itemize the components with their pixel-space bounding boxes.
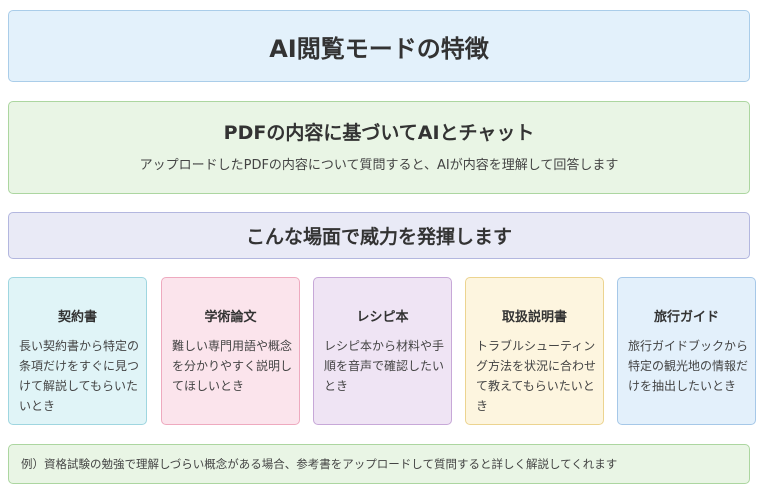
scene-card-title: 旅行ガイド [653,310,719,325]
scene-card-text: 長い契約書から特定の条項だけをすぐに見つけて解説してもらいたいとき [19,339,140,413]
scene-card-paper: 学術論文 難しい専門用語や概念を分かりやすく説明してほしいとき [161,277,300,425]
scene-card-title: 取扱説明書 [501,310,567,325]
example-text: 例）資格試験の勉強で理解しづらい概念がある場合、参考書をアップロードして質問する… [21,457,618,471]
title-panel: AI閲覧モードの特徴 [8,10,750,82]
scenes-panel: こんな場面で威力を発揮します [8,212,750,259]
feature-description: アップロードしたPDFの内容について質問すると、AIが内容を理解して回答します [139,158,619,173]
scene-card-title: 学術論文 [204,310,257,325]
scene-card-manual: 取扱説明書 トラブルシューティング方法を状況に合わせて教えてもらいたいとき [465,277,604,425]
scene-card-title: レシピ本 [356,310,409,325]
scene-card-contract: 契約書 長い契約書から特定の条項だけをすぐに見つけて解説してもらいたいとき [8,277,147,425]
scene-card-text: 難しい専門用語や概念を分かりやすく説明してほしいとき [172,339,293,393]
scenes-heading: こんな場面で威力を発揮します [245,226,512,248]
scene-card-text: 旅行ガイドブックから特定の観光地の情報だけを抽出したいとき [628,339,749,393]
scene-card-text: レシピ本から材料や手順を音声で確認したいとき [324,339,445,393]
scene-card-travel: 旅行ガイド 旅行ガイドブックから特定の観光地の情報だけを抽出したいとき [617,277,756,425]
scene-card-title: 契約書 [57,310,97,325]
page-title: AI閲覧モードの特徴 [269,34,489,63]
scene-card-recipe: レシピ本 レシピ本から材料や手順を音声で確認したいとき [313,277,452,425]
example-panel: 例）資格試験の勉強で理解しづらい概念がある場合、参考書をアップロードして質問する… [8,444,750,484]
feature-panel: PDFの内容に基づいてAIとチャット アップロードしたPDFの内容について質問す… [8,101,750,194]
scene-card-text: トラブルシューティング方法を状況に合わせて教えてもらいたいとき [476,339,597,413]
feature-heading: PDFの内容に基づいてAIとチャット [223,122,535,144]
